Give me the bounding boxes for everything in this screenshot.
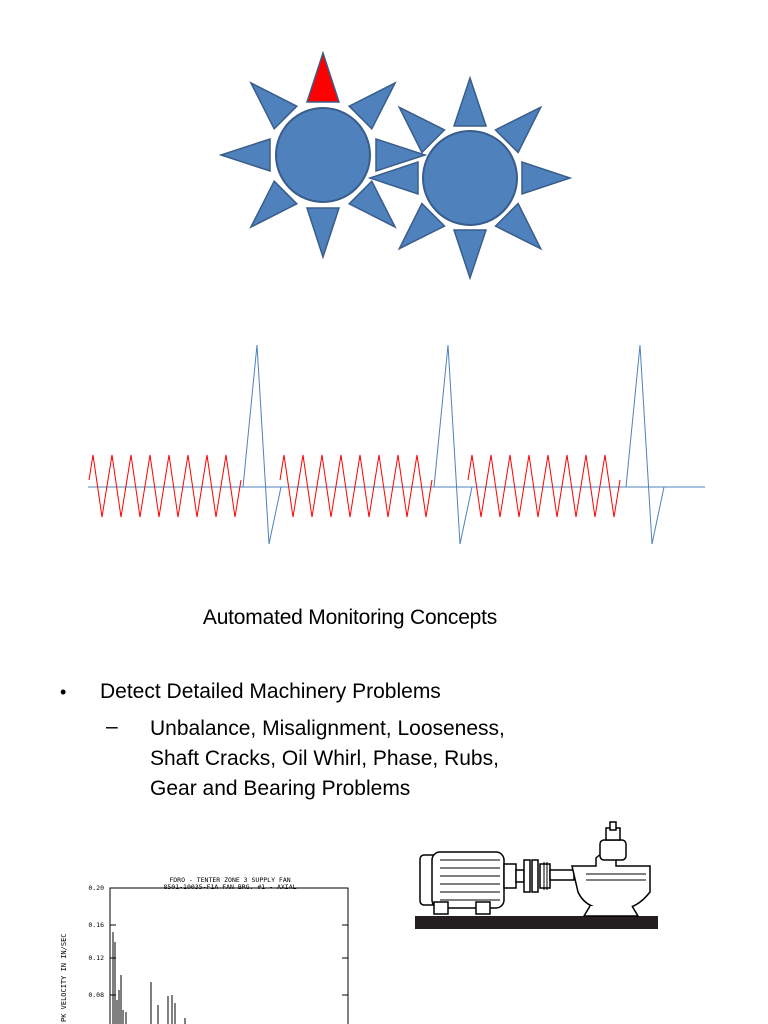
right-gear — [367, 75, 573, 281]
spectrum-y-tick-label: 0.12 — [88, 954, 104, 962]
gear-tooth — [375, 137, 428, 173]
gear-tooth — [347, 81, 397, 131]
bullet-marker: • — [60, 682, 67, 702]
motor — [419, 851, 517, 915]
gear-tooth — [494, 105, 543, 154]
sub-bullet-marker: – — [106, 715, 118, 738]
coupling — [515, 859, 575, 893]
spectrum-y-tick-label: 0.08 — [88, 991, 104, 999]
gear-tooth — [397, 202, 446, 251]
gear-tooth — [521, 160, 573, 196]
spectrum-y-tick-label: 0.20 — [88, 884, 104, 892]
spectrum-header-line2: 8501-10035-F1A FAN BRG. #1 - AXIAL — [163, 883, 296, 891]
gear-tooth — [347, 179, 397, 229]
gear-tooth — [249, 179, 299, 229]
vibration-spectrum-plot: FDRO - TENTER ZONE 3 SUPPLY FAN 8501-100… — [60, 876, 349, 1024]
pump — [571, 821, 651, 917]
gear-tooth — [249, 81, 299, 131]
gear-mesh-wave-segment — [467, 454, 621, 518]
gear-mesh-wave-segment — [279, 454, 433, 518]
impact-spike — [242, 344, 282, 545]
spectrum-header-line1: FDRO - TENTER ZONE 3 SUPPLY FAN — [169, 876, 290, 884]
gear-body — [275, 107, 371, 203]
gear-tooth — [452, 229, 488, 281]
gear-tooth — [305, 207, 341, 260]
spectrum-y-ticks: 0.20 0.16 0.12 0.08 — [88, 884, 348, 999]
spectrum-y-tick-label: 0.16 — [88, 921, 104, 929]
sub-bullet-text: Unbalance, Misalignment, Looseness, Shaf… — [150, 717, 505, 800]
gear-tooth — [452, 75, 488, 127]
gear-tooth — [218, 137, 271, 173]
meshing-gears-icon — [218, 50, 573, 281]
gear-tooth — [494, 202, 543, 251]
gear-tooth — [397, 105, 446, 154]
spectrum-y-axis-label: PK VELOCITY IN IN/SEC — [60, 933, 68, 1022]
impact-waveform-diagram — [88, 344, 705, 545]
bullet-text: Detect Detailed Machinery Problems — [100, 680, 441, 703]
left-gear — [218, 50, 428, 260]
impact-spike — [625, 344, 665, 545]
marked-gear-tooth — [305, 50, 341, 103]
gear-mesh-wave-segment — [88, 454, 242, 518]
impact-spike — [433, 344, 473, 545]
gear-tooth — [367, 160, 419, 196]
machine-base-plate — [415, 916, 658, 929]
gear-body — [422, 130, 518, 226]
motor-pump-drawing — [415, 821, 658, 929]
spectrum-peaks — [112, 932, 186, 1024]
slide-title: Automated Monitoring Concepts — [202, 606, 498, 629]
spectrum-plot-frame — [109, 887, 349, 1024]
